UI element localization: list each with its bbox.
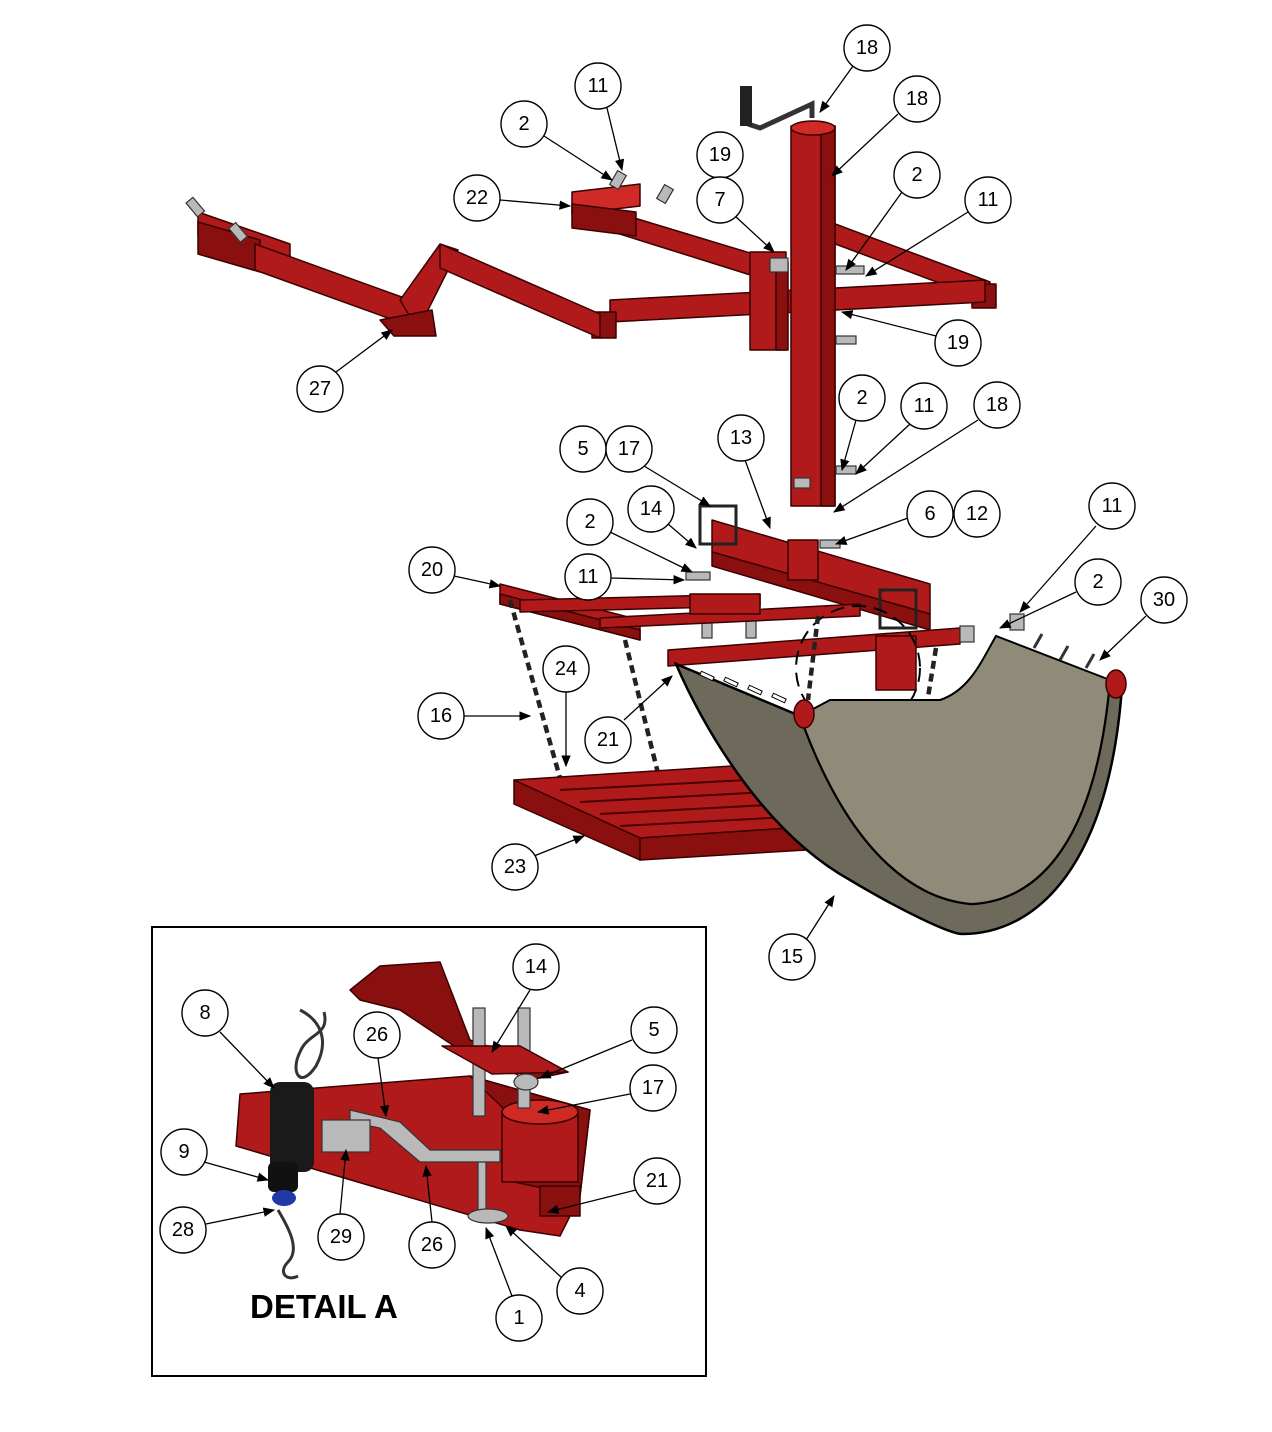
callout-7: 7	[696, 176, 775, 253]
callout-17: 17	[536, 1064, 677, 1115]
main-assembly-artwork	[185, 86, 1127, 936]
callout-2: 2	[845, 151, 941, 271]
callout-12: 12	[953, 490, 1001, 538]
callout-28: 28	[159, 1206, 276, 1254]
callout-6: 6	[834, 490, 954, 545]
callout-21: 21	[584, 675, 673, 764]
svg-text:11: 11	[914, 395, 935, 417]
svg-text:18: 18	[906, 88, 928, 110]
svg-text:7: 7	[714, 189, 725, 211]
callout-9: 9	[160, 1128, 270, 1182]
callout-27: 27	[296, 329, 393, 413]
callout-23: 23	[491, 835, 586, 891]
detail-title: DETAIL A	[250, 1288, 398, 1325]
svg-text:14: 14	[525, 956, 547, 978]
callout-22: 22	[453, 174, 572, 222]
callout-5: 5	[538, 1006, 678, 1079]
svg-text:20: 20	[421, 559, 443, 581]
svg-text:8: 8	[199, 1002, 210, 1024]
upper-frame	[571, 169, 997, 339]
svg-text:11: 11	[588, 75, 609, 97]
svg-text:27: 27	[309, 378, 331, 400]
callout-14: 14	[627, 485, 697, 549]
svg-text:16: 16	[430, 705, 452, 727]
callout-19: 19	[840, 310, 982, 367]
svg-text:11: 11	[578, 566, 599, 588]
svg-text:9: 9	[178, 1141, 189, 1163]
offset-arm	[185, 196, 601, 339]
callout-4: 4	[505, 1225, 604, 1315]
mast	[740, 86, 865, 507]
svg-text:5: 5	[577, 438, 588, 460]
callout-11: 11	[865, 176, 1012, 277]
callout-18: 18	[831, 75, 941, 177]
detail-artwork	[235, 961, 591, 1280]
callout-20: 20	[408, 546, 502, 594]
svg-text:28: 28	[172, 1219, 194, 1241]
callout-11: 11	[564, 553, 686, 601]
callout-8: 8	[181, 989, 275, 1089]
svg-text:18: 18	[986, 394, 1008, 416]
callout-19: 19	[696, 131, 744, 179]
svg-text:6: 6	[924, 503, 935, 525]
svg-text:26: 26	[421, 1234, 443, 1256]
svg-text:18: 18	[856, 37, 878, 59]
svg-text:5: 5	[648, 1019, 659, 1041]
callout-11: 11	[855, 382, 948, 475]
svg-text:26: 26	[366, 1024, 388, 1046]
svg-text:23: 23	[504, 856, 526, 878]
callout-26: 26	[353, 1011, 401, 1118]
callout-2: 2	[998, 558, 1122, 629]
callout-18: 18	[833, 381, 1021, 513]
callout-5: 5	[559, 425, 607, 473]
svg-text:4: 4	[574, 1280, 585, 1302]
svg-text:17: 17	[642, 1077, 664, 1099]
callout-16: 16	[417, 692, 532, 740]
callout-2: 2	[566, 498, 694, 573]
callout-21: 21	[546, 1157, 681, 1214]
callout-29: 29	[317, 1148, 365, 1261]
callout-14: 14	[491, 943, 560, 1053]
callout-30: 30	[1099, 576, 1188, 661]
svg-text:1: 1	[513, 1307, 524, 1329]
callout-2: 2	[838, 374, 886, 472]
callout-11: 11	[1019, 482, 1136, 613]
callout-2: 2	[500, 100, 613, 181]
svg-text:13: 13	[730, 427, 752, 449]
svg-text:2: 2	[1092, 571, 1103, 593]
svg-text:2: 2	[856, 387, 867, 409]
callout-26: 26	[408, 1164, 456, 1269]
detail-a-panel: DETAIL A 14 8 26 5 17 9 21	[151, 926, 707, 1377]
callout-1: 1	[485, 1226, 543, 1342]
callout-17: 17	[605, 425, 712, 507]
svg-text:30: 30	[1153, 589, 1175, 611]
svg-text:2: 2	[518, 113, 529, 135]
sling	[673, 633, 1127, 936]
svg-text:11: 11	[978, 189, 999, 211]
callout-18: 18	[819, 24, 891, 113]
svg-text:24: 24	[555, 658, 577, 680]
svg-text:22: 22	[466, 187, 488, 209]
callout-15: 15	[768, 895, 835, 981]
svg-text:2: 2	[911, 164, 922, 186]
callout-24: 24	[542, 645, 590, 768]
svg-text:21: 21	[646, 1170, 668, 1192]
callout-11: 11	[574, 62, 625, 172]
svg-text:21: 21	[597, 729, 619, 751]
svg-text:11: 11	[1102, 495, 1123, 517]
svg-text:29: 29	[330, 1226, 352, 1248]
svg-text:15: 15	[781, 946, 803, 968]
svg-text:19: 19	[709, 144, 731, 166]
svg-text:17: 17	[618, 438, 640, 460]
svg-text:12: 12	[966, 503, 988, 525]
svg-text:19: 19	[947, 332, 969, 354]
callout-13: 13	[717, 414, 771, 530]
lower-crossbar	[685, 504, 931, 639]
callouts-main: 18 18 19 7 11 2 22 2 11	[296, 24, 1188, 981]
svg-text:2: 2	[584, 511, 595, 533]
svg-text:14: 14	[640, 498, 662, 520]
